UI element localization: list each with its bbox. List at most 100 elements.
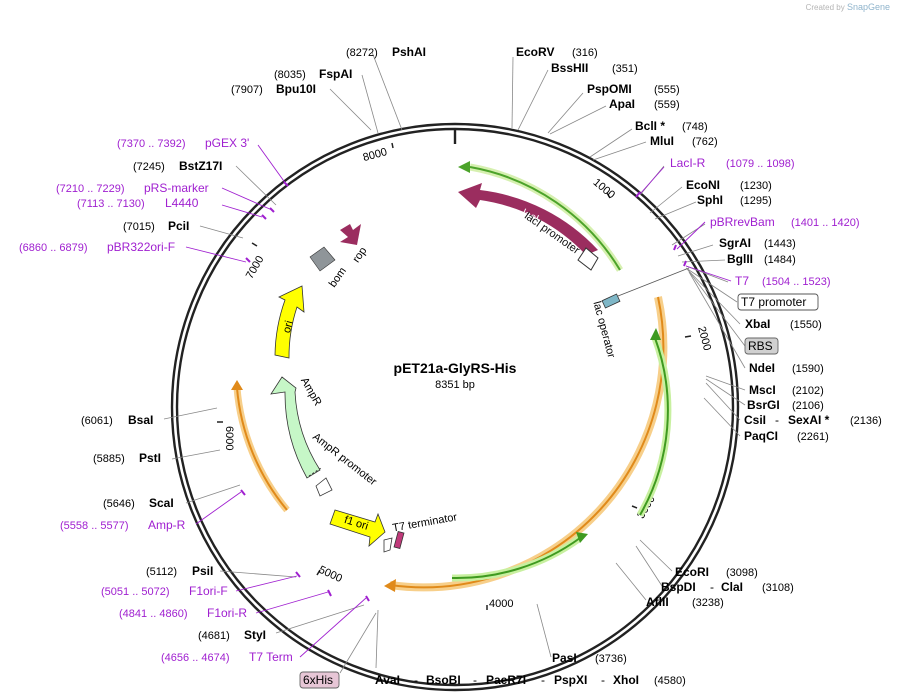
leader-bsai [163,407,218,420]
enzyme-bsobi: BsoBI [426,673,461,687]
lacI-arrow [458,183,598,255]
enzyme-bglii-pos: (1484) [764,254,796,266]
enzyme-paqci: PaqCI [744,429,778,443]
primer-mark-t7term [365,595,370,602]
enzyme-bstz17i: BstZ17I [179,159,222,173]
enzyme-bsshii: BssHII [551,61,588,75]
boxed-feature-labels: T7 promoter RBS 6xHis [299,293,819,689]
tick-1000 [606,192,611,199]
credit-prefix: Created by [805,3,845,12]
t7-terminator-label: T7 terminator [392,511,459,534]
enzyme-styi: StyI [244,628,266,642]
primer-laci-r-range: (1079 .. 1098) [726,158,795,170]
primer-f1ori-f: F1ori-F [189,584,228,598]
rbs-label: RBS [748,339,773,353]
ampr-dashes [308,467,322,477]
leader-csii [705,382,741,421]
bom-rop: bom rop [309,224,369,290]
leader-pcii [199,225,244,239]
enzyme-labels-right: EcoRV (316) BssHII (351) PspOMI (555) Ap… [516,45,882,665]
leader-6xhis [339,612,377,674]
primer-prs-marker: pRS-marker [144,181,209,195]
enzyme-styi-pos: (4681) [198,630,230,642]
primer-mark-f1ori-r [327,589,332,597]
primer-amp-r: Amp-R [148,518,186,532]
enzyme-clai: ClaI [721,580,743,594]
enzyme-psti-pos: (5885) [93,453,125,465]
rop-arrow [340,224,361,245]
primer-prs-marker-range: (7210 .. 7229) [56,183,125,195]
primer-labels: LacI-R (1079 .. 1098) pBRrevBam (1401 ..… [19,136,860,664]
tick-2000 [684,335,692,338]
leader-bcli [589,128,633,158]
enzyme-paqci-pos: (2261) [797,431,829,443]
outer-ring [170,122,740,692]
bottom-enzyme-pos: (4580) [654,675,686,687]
enzyme-sphi-pos: (1295) [740,195,772,207]
tick-label-2000: 2000 [695,325,713,352]
enzyme-pcii: PciI [168,219,189,233]
enzyme-ecorv: EcoRV [516,45,554,59]
lacI-outline-head [458,161,470,173]
green-lower-arc [451,537,581,580]
ampr-promoter-label: AmpR promoter [310,431,379,488]
enzyme-bpu10i-pos: (7907) [231,84,263,96]
enzyme-psii: PsiI [192,564,213,578]
leader-bspdi [635,545,663,587]
leader-bstz17i [235,165,277,206]
primer-pbrrevbam-range: (1401 .. 1420) [791,217,860,229]
enzyme-bsrgi: BsrGI [747,398,780,412]
bottom-dash-4: - [601,673,605,687]
enzyme-sexai: SexAI * [788,413,830,427]
primer-t7-range: (1504 .. 1523) [762,276,831,288]
bom-label: bom [327,265,349,289]
leader-rbs [687,269,746,347]
t7-terminator-small-arrow [383,537,393,553]
primer-leaders [185,144,732,658]
enzyme-bsshii-pos: (351) [612,63,638,75]
tick-label-4000: 4000 [489,598,513,610]
insert-region [384,296,672,592]
leader-xhoi [375,609,379,669]
leader-bsrgi [705,378,746,406]
enzyme-econi: EcoNI [686,178,720,192]
primer-t7: T7 [735,274,749,288]
primer-mark-f1ori-f [295,571,301,578]
enzyme-xbai: XbaI [745,317,770,331]
leader-apai [549,105,607,135]
primer-l4440-range: (7113 .. 7130) [77,198,145,210]
leader-xbai [686,268,741,325]
primer-leader-pgex [257,144,287,185]
primer-mark-pbr322 [245,257,251,263]
enzyme-paer7i: PaeR7I [486,673,526,687]
ampr-outer-head [231,380,243,390]
leader-bglii [681,259,726,263]
primer-pbrrevbam: pBRrevBam [710,215,775,229]
primer-pbr322ori-f: pBR322ori-F [107,240,175,254]
t7-terminator: T7 terminator [383,511,459,553]
primer-leader-pbrrevbam [676,221,706,250]
leader-aflii [615,562,647,601]
leader-lines [163,51,746,674]
six-his-label: 6xHis [303,673,333,687]
t7-promoter-box [737,293,819,311]
primer-l4440: L4440 [165,196,199,210]
primer-leader-pbr322 [185,246,247,263]
green-inner-head [650,328,661,340]
primer-leader-laci-r [639,166,665,195]
primer-mark-t7 [683,260,687,267]
enzyme-scai: ScaI [149,496,174,510]
t7-promoter-label: T7 promoter [741,295,806,309]
primer-leader-t7 [685,265,732,282]
lacI-outline [469,166,621,271]
ampr-outer-arc [236,387,288,511]
enzyme-scai-pos: (5646) [103,498,135,510]
lacI-region: lacI lacI promoter [458,161,623,272]
ampr-glow [233,387,290,513]
lac-operator-label: lac operator [591,300,618,360]
leader-ecori [639,539,673,572]
leader-pasi [536,603,552,658]
rbs-box [744,337,779,355]
tick-8000 [391,142,394,149]
